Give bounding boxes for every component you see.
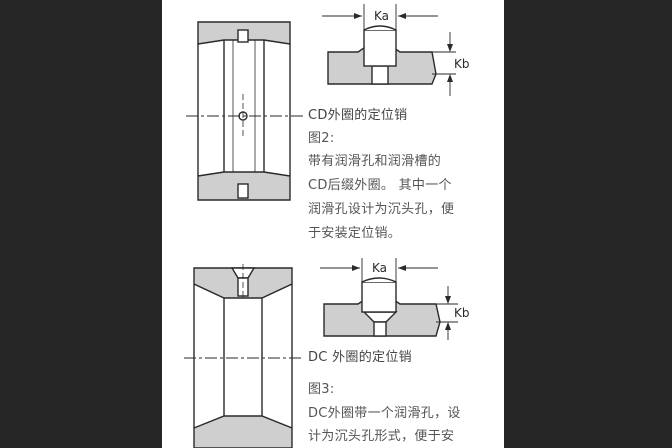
fig2-desc-line-4: 于安装定位销。 <box>308 226 402 241</box>
fig2-ka-label: Ka <box>374 9 389 23</box>
fig2-title: 图2: <box>308 131 335 146</box>
fig3-ka-label: Ka <box>372 261 387 275</box>
dc-ring-section <box>184 264 304 448</box>
dc-pin-detail <box>320 258 458 340</box>
fig3-kb-label: Kb <box>454 306 470 320</box>
fig2-desc-line-3: 润滑孔设计为沉头孔，便 <box>308 202 455 217</box>
fig3-desc-line-2: 计为沉头孔形式，便于安 <box>308 429 455 444</box>
cd-pin-detail <box>322 4 456 96</box>
technical-drawing: Ka Kb Ka Kb <box>184 4 470 448</box>
fig3-title: 图3: <box>308 382 335 397</box>
fig2-kb-label: Kb <box>454 57 470 71</box>
content-panel: Ka Kb Ka Kb CD外圈的定位销 图2: 带有润滑孔和润滑槽的 CD后缀… <box>162 0 504 448</box>
cd-ring-section <box>186 21 304 201</box>
fig3-caption: DC 外圈的定位销 <box>308 350 412 365</box>
fig2-caption: CD外圈的定位销 <box>308 108 408 123</box>
fig3-desc-line-1: DC外圈带一个润滑孔，设 <box>308 406 461 421</box>
fig2-desc-line-1: 带有润滑孔和润滑槽的 <box>308 154 442 169</box>
fig2-desc-line-2: CD后缀外圈。 其中一个 <box>308 178 452 193</box>
